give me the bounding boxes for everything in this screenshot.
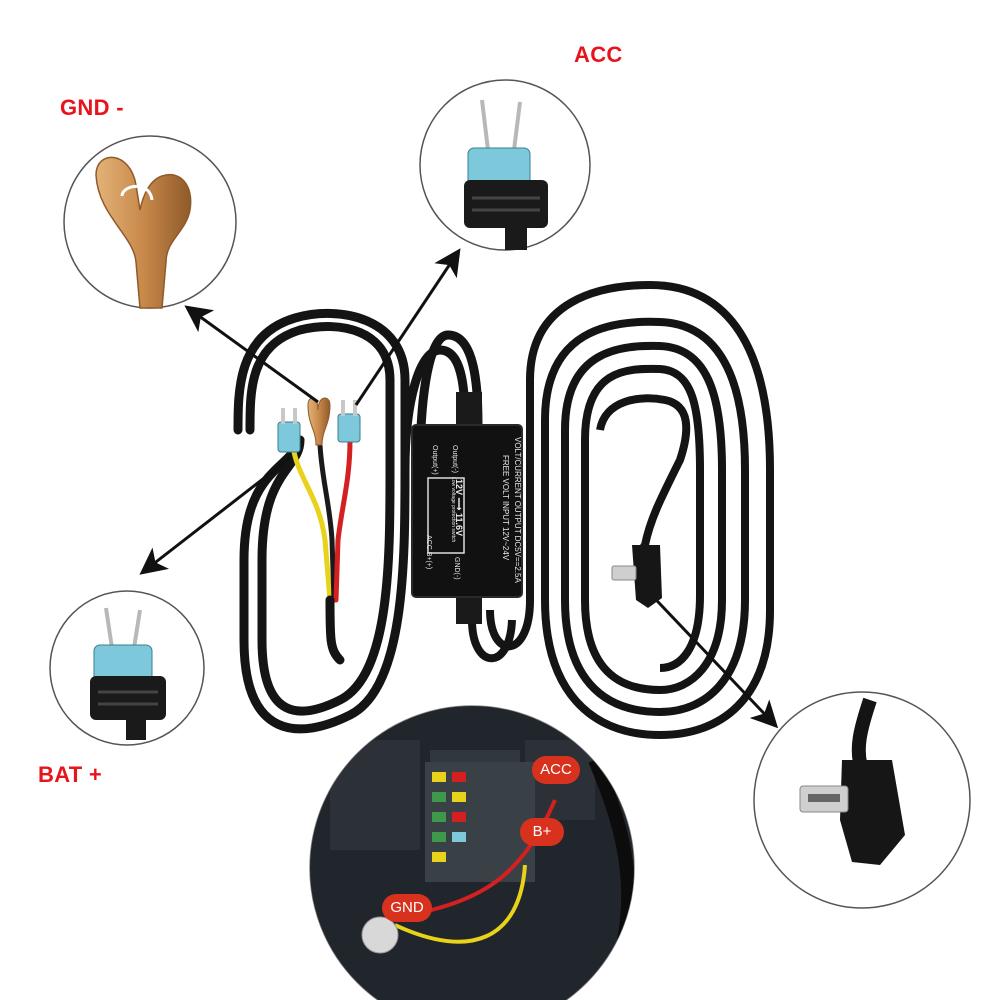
photo-tag-bplus-text: B+ [532,823,552,840]
pointer-arrows [139,248,779,729]
right-cable-loop [468,280,774,740]
gnd-callout-label: GND - [60,95,124,120]
voltage-116v: 11.6V [454,512,464,536]
bat-detail-circle [49,590,205,746]
installation-photo [309,705,635,1000]
module-voltage-readout: 12V ⟶ 11.6V [453,479,464,536]
acc-detail-circle [419,79,591,251]
module-text-panel: Output(+) Output(-) Low voltage protecti… [412,425,522,597]
module-acc-bplus: ACC B+(+) [425,535,432,570]
photo-tag-gnd: GND [382,894,432,922]
module-input-line: FREE VOLT INPUT 12V~24V [501,455,510,561]
photo-tag-gnd-text: GND [390,899,424,916]
arrow-to-gnd [184,305,319,404]
acc-callout-label: ACC [574,42,623,67]
usb-detail-circle [753,691,971,909]
module-gnd-minus: GND(-) [453,557,460,580]
photo-tag-acc: ACC [532,756,580,784]
arrow-to-bat [139,456,291,575]
bat-callout-label: BAT + [38,762,103,787]
fuse-box [425,762,535,882]
module-output-plus: Output(+) [431,445,438,475]
right-fuse-tap [337,400,361,443]
voltage-12v: 12V [454,479,464,496]
gnd-detail-circle [63,135,237,309]
fork-terminal-small [307,397,331,446]
photo-tag-acc-text: ACC [540,761,572,778]
module-output-line: VOLT/CURRENT OUTPUT DC5V==2.5A [513,437,522,583]
usb-plug-small [611,545,662,608]
arrow-to-usb [640,583,779,729]
voltage-arrow: ⟶ [454,497,464,513]
arrow-to-acc [354,248,461,406]
photo-tag-bplus: B+ [520,818,564,846]
converter-module [411,392,523,624]
left-fuse-tap [277,408,301,453]
wire-bundle [291,437,353,665]
module-output-minus: Output(-) [451,445,458,474]
